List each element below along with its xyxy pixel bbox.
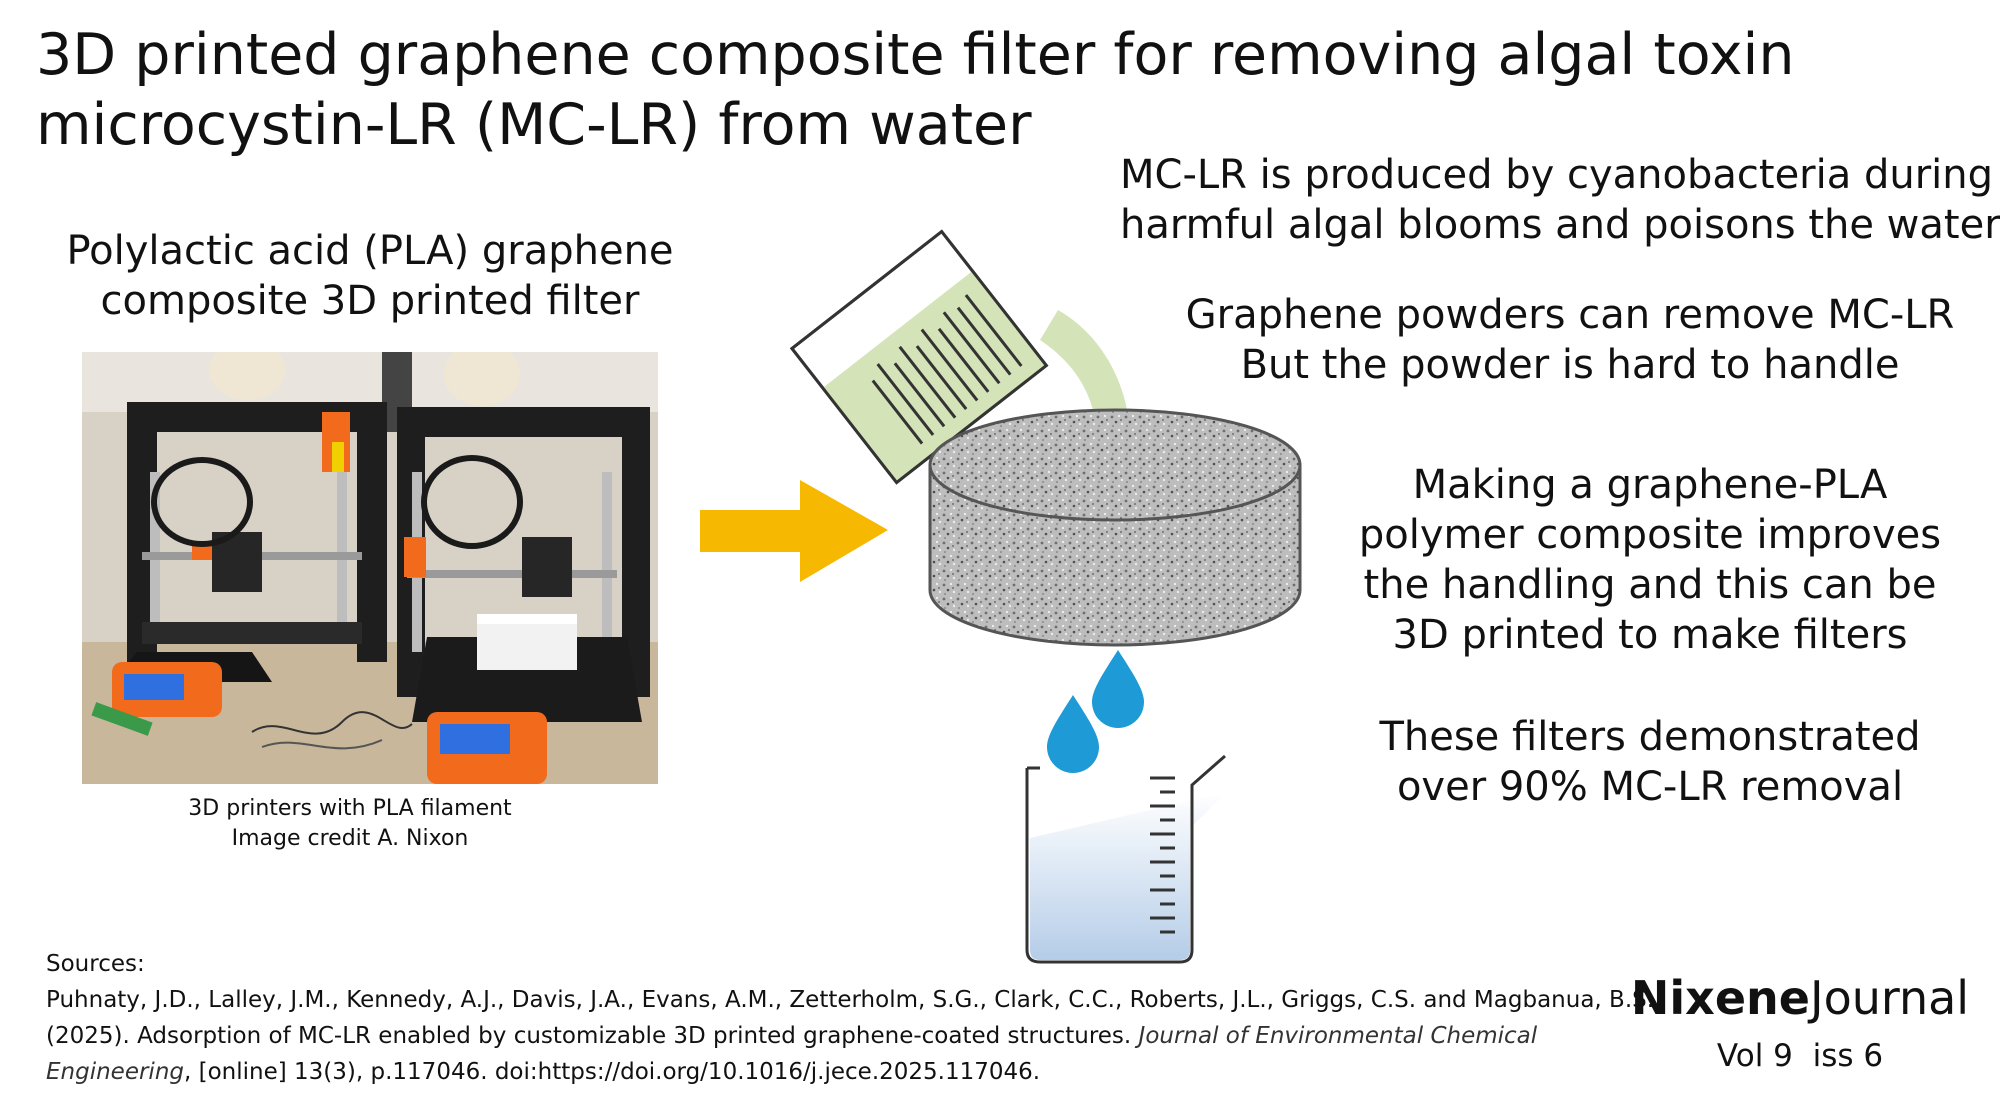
filtration-diagram	[700, 229, 1302, 964]
info-line: the handling and this can be	[1363, 562, 1937, 608]
pouring-jug	[789, 229, 1049, 485]
citation-line-1: Puhnaty, J.D., Lalley, J.M., Kennedy, A.…	[46, 987, 1655, 1013]
info-line: Graphene powders can remove MC-LR	[1185, 292, 1955, 338]
logo-regular: Journal	[1810, 971, 1970, 1025]
info-line: harmful algal blooms and poisons the wat…	[1120, 202, 2000, 248]
beaker	[1025, 754, 1227, 964]
info-line: MC-LR is produced by cyanobacteria durin…	[1120, 152, 1994, 198]
title-line-1: 3D printed graphene composite filter for…	[36, 22, 1795, 88]
info-block-composite: Making a graphene-PLA polymer composite …	[1330, 460, 1970, 660]
filter-heading: Polylactic acid (PLA) graphene composite…	[40, 226, 700, 326]
info-block-production: MC-LR is produced by cyanobacteria durin…	[1120, 150, 2000, 250]
citation-journal: Engineering	[46, 1059, 184, 1085]
info-line: Making a graphene-PLA	[1412, 462, 1888, 508]
graphene-filter	[928, 408, 1302, 647]
info-line: over 90% MC-LR removal	[1396, 764, 1904, 810]
info-block-results: These filters demonstrated over 90% MC-L…	[1330, 712, 1970, 812]
sources-block: Sources: Puhnaty, J.D., Lalley, J.M., Ke…	[46, 946, 1655, 1090]
citation-doi: , [online] 13(3), p.117046. doi:https://…	[184, 1059, 1041, 1085]
title-line-2: microcystin-LR (MC-LR) from water	[36, 92, 1032, 158]
process-arrow	[700, 480, 888, 582]
logo-bold: Nixene	[1630, 971, 1810, 1025]
filter-heading-line-1: Polylactic acid (PLA) graphene	[66, 228, 674, 274]
info-line: polymer composite improves	[1358, 512, 1942, 558]
photo-caption: 3D printers with PLA filament Image cred…	[100, 794, 600, 854]
caption-line-2: Image credit A. Nixon	[231, 826, 469, 851]
sources-label: Sources:	[46, 951, 145, 977]
issue-number: Vol 9 iss 6	[1716, 1038, 1884, 1074]
citation-text: (2025). Adsorption of MC-LR enabled by c…	[46, 1023, 1139, 1049]
water-drop-icon	[1092, 650, 1144, 728]
info-block-powder: Graphene powders can remove MC-LR But th…	[1170, 290, 1970, 390]
citation-line-3: Engineering, [online] 13(3), p.117046. d…	[46, 1054, 1626, 1090]
caption-line-1: 3D printers with PLA filament	[188, 796, 512, 821]
filter-heading-line-2: composite 3D printed filter	[100, 278, 640, 324]
water-drop-icon	[1047, 695, 1099, 773]
printer-photo	[82, 352, 658, 784]
info-line: These filters demonstrated	[1379, 714, 1921, 760]
info-line: But the powder is hard to handle	[1240, 342, 1900, 388]
journal-logo: NixeneJournal	[1630, 970, 1970, 1026]
page-title: 3D printed graphene composite filter for…	[36, 20, 1795, 160]
citation-journal: Journal of Environmental Chemical	[1138, 1023, 1538, 1049]
citation-line-2: (2025). Adsorption of MC-LR enabled by c…	[46, 1018, 1626, 1054]
info-line: 3D printed to make filters	[1392, 612, 1908, 658]
printer-photo-illustration	[82, 352, 658, 784]
